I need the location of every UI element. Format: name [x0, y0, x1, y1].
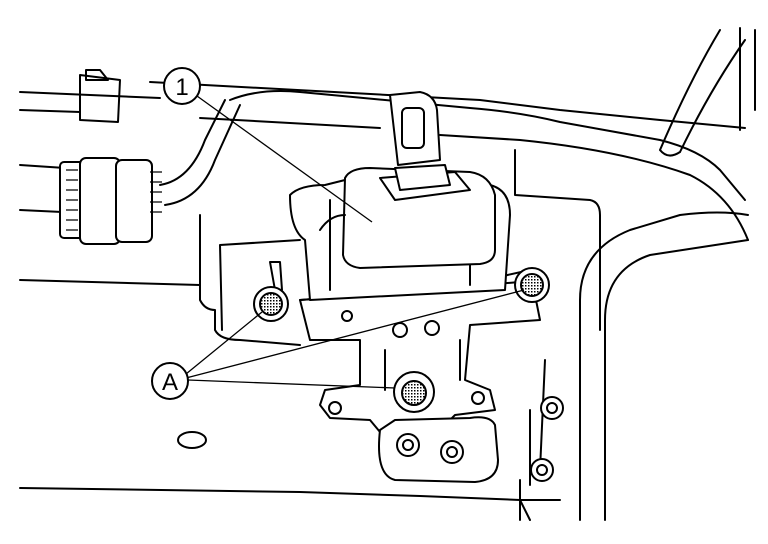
callout-1-label: 1 [175, 74, 188, 101]
lower-plate [378, 396, 564, 483]
body-panel [19, 27, 756, 521]
callout-a: A [151, 362, 189, 400]
callout-1: 1 [163, 67, 201, 105]
harness-connector [19, 69, 241, 245]
leader-lines [185, 95, 525, 389]
callout-a-label: A [162, 369, 178, 396]
bolts-a [253, 267, 550, 413]
part-1-actuator [289, 91, 511, 301]
